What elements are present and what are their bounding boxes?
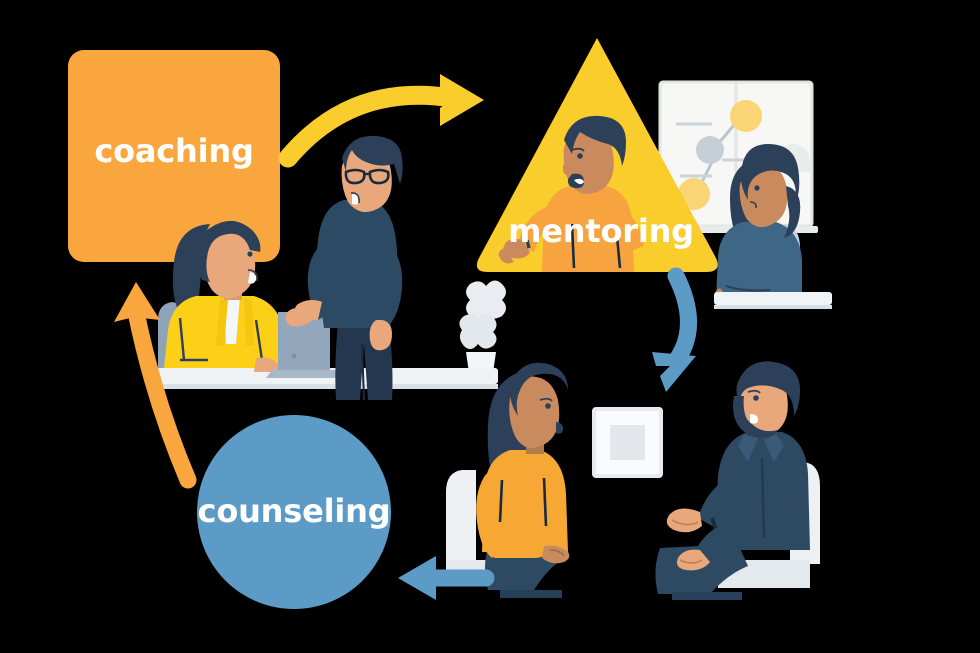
arrow-counseling-to-coaching — [114, 282, 197, 489]
person-standing-man — [285, 135, 403, 401]
person-counseling-man — [655, 361, 810, 600]
arrow-scene-to-counseling — [398, 556, 495, 600]
counseling-shape — [197, 415, 391, 609]
coaching-shape — [68, 50, 280, 262]
framed-picture — [592, 407, 663, 478]
coaching-scene — [68, 50, 506, 401]
person-seated-woman — [158, 220, 284, 372]
arrow-mentoring-to-counseling — [652, 267, 697, 392]
arrow-coaching-to-mentoring — [278, 74, 484, 168]
counseling-scene — [197, 361, 820, 609]
person-counseling-woman — [476, 362, 570, 598]
laptop — [266, 312, 342, 378]
person-mentoring-man — [498, 115, 644, 272]
mentoring-scene — [476, 38, 832, 309]
person-mentoring-woman — [714, 144, 832, 309]
potted-plant — [459, 280, 506, 380]
